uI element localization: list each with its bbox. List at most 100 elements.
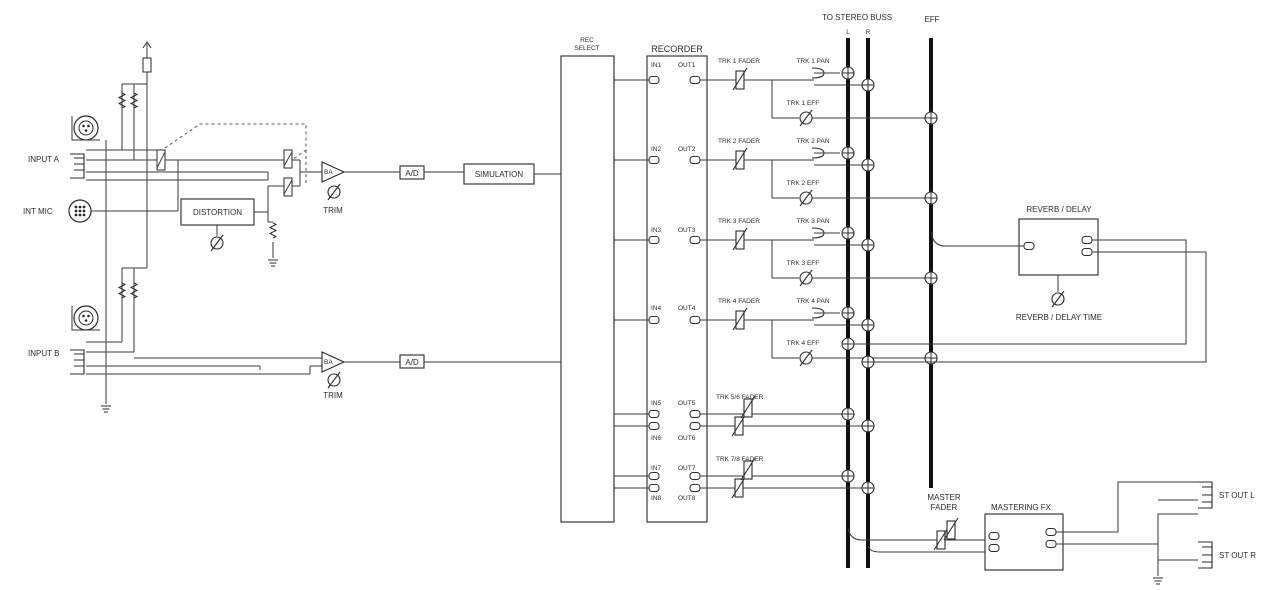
track-3-sum-l-icon (841, 226, 855, 240)
int-mic-icon (68, 199, 92, 223)
rec-out-label-3: OUT3 (678, 227, 696, 234)
track-2-eff-knob-icon (799, 189, 813, 207)
rec-out-label-5: OUT5 (678, 400, 696, 407)
recorder-section: RECORDER IN1IN2IN3IN4IN5IN6IN7IN8OUT1OUT… (614, 44, 708, 523)
stereo-track-2-channel: TRK 7/8 FADER (700, 456, 875, 499)
eff-buss-label: EFF (924, 15, 939, 24)
master-fader-r-icon (943, 517, 959, 541)
rec-in-port-5 (648, 410, 660, 418)
rec-in-port-4 (648, 316, 660, 324)
reverb-delay-section: REVERB / DELAY REVERB / DELAY TIME (848, 205, 1207, 363)
track-2-sum-r-icon (861, 158, 875, 172)
recorder-box (646, 55, 708, 523)
track-3-eff-knob-icon (799, 269, 813, 287)
track-4-fader-label: TRK 4 FADER (718, 298, 760, 305)
trim-b-label: TRIM (323, 391, 343, 400)
rec-out-port-1 (689, 76, 701, 84)
track-2-sum-l-icon (841, 146, 855, 160)
st-out-l-label: ST OUT L (1219, 491, 1255, 500)
trim-a-label: TRIM (323, 206, 343, 215)
track-channels: TRK 1 FADER TRK 1 PAN TRK 1 EFF TRK 2 FADER… (700, 58, 938, 499)
track-3-fader-icon (732, 227, 748, 251)
track-1-sum-eff-icon (924, 111, 938, 125)
rec-in-port-3 (648, 236, 660, 244)
rec-out-label-4: OUT4 (678, 305, 696, 312)
amp-a-icon (321, 161, 346, 183)
stereo-track-1-sum-l-icon (841, 407, 855, 421)
rec-in-port-7 (648, 472, 660, 480)
input-b-label: INPUT B (28, 349, 59, 358)
track-1-sum-r-icon (861, 78, 875, 92)
amp-a-label: BA (324, 169, 333, 176)
stereo-track-2-sum-l-icon (841, 469, 855, 483)
reverb-delay-time-label: REVERB / DELAY TIME (1016, 313, 1102, 322)
track-1-fader-label: TRK 1 FADER (718, 58, 760, 65)
rec-in-port-8 (648, 484, 660, 492)
st-out-r-jack-icon (1198, 541, 1213, 569)
rec-in-label-6: IN6 (651, 435, 662, 442)
track-3-eff-label: TRK 3 EFF (787, 260, 820, 267)
track-1-pan-label: TRK 1 PAN (796, 58, 829, 65)
rec-out-port-4 (689, 316, 701, 324)
rec-in-port-1 (648, 76, 660, 84)
master-fader-label-line2: FADER (931, 503, 958, 512)
stereo-buss-label: TO STEREO BUSS (822, 13, 892, 22)
rec-in-label-2: IN2 (651, 146, 662, 153)
track-1-sum-l-icon (841, 66, 855, 80)
buss-r-label: R (866, 29, 871, 36)
input-b-xlr-icon (73, 305, 99, 331)
rec-out-port-5 (689, 410, 701, 418)
buss-l-label: L (846, 29, 850, 36)
rec-select-section: REC SELECT (560, 37, 615, 523)
rec-in-label-3: IN3 (651, 227, 662, 234)
stereo-track-1-channel: TRK 5/6 FADER (700, 394, 875, 437)
recorder-label: RECORDER (651, 44, 703, 54)
ad-b-label: A/D (405, 358, 419, 367)
track-4-eff-label: TRK 4 EFF (787, 340, 820, 347)
master-section: MASTER FADER MASTERING FX ST OUT L ST OU… (847, 481, 1256, 585)
distortion-knob-icon (210, 234, 224, 252)
track-1-channel: TRK 1 FADER TRK 1 PAN TRK 1 EFF (700, 58, 938, 127)
rec-in-label-5: IN5 (651, 400, 662, 407)
rec-out-port-3 (689, 236, 701, 244)
rec-in-label-4: IN4 (651, 305, 662, 312)
distortion-label: DISTORTION (193, 208, 242, 217)
rec-out-label-8: OUT8 (678, 495, 696, 502)
st-out-r-label: ST OUT R (1219, 551, 1256, 560)
input-a-label: INPUT A (28, 155, 60, 164)
track-3-sum-eff-icon (924, 271, 938, 285)
rec-out-label-2: OUT2 (678, 146, 696, 153)
rec-out-label-6: OUT6 (678, 435, 696, 442)
rec-in-label-1: IN1 (651, 62, 662, 69)
stereo-buss: TO STEREO BUSS L R EFF (822, 13, 940, 568)
rec-in-label-8: IN8 (651, 495, 662, 502)
trim-a-knob-icon (327, 183, 341, 201)
ad-a-label: A/D (405, 169, 419, 178)
track-1-eff-label: TRK 1 EFF (787, 100, 820, 107)
track-3-pan-label: TRK 3 PAN (796, 218, 829, 225)
simulation-label: SIMULATION (475, 170, 524, 179)
amp-b-label: BA (324, 359, 333, 366)
rec-in-label-7: IN7 (651, 465, 662, 472)
input-a-jack-icon (69, 153, 85, 179)
track-2-fader-icon (732, 147, 748, 171)
stereo-track-2-sum-r-icon (861, 481, 875, 495)
rec-out-port-8 (689, 484, 701, 492)
track-2-sum-eff-icon (924, 191, 938, 205)
track-4-sum-l-icon (841, 306, 855, 320)
trim-b-knob-icon (327, 371, 341, 389)
input-section: INPUT A INT MIC (23, 41, 561, 413)
track-1-fader-icon (732, 67, 748, 91)
track-4-fader-icon (732, 307, 748, 331)
rec-in-port-6 (648, 422, 660, 430)
reverb-delay-label: REVERB / DELAY (1026, 205, 1092, 214)
rec-select-box (560, 55, 615, 523)
master-fader-l-icon (933, 527, 949, 551)
rec-in-port-2 (648, 156, 660, 164)
track-3-sum-r-icon (861, 238, 875, 252)
track-3-fader-label: TRK 3 FADER (718, 218, 760, 225)
rec-out-port-2 (689, 156, 701, 164)
track-4-sum-r-icon (861, 318, 875, 332)
